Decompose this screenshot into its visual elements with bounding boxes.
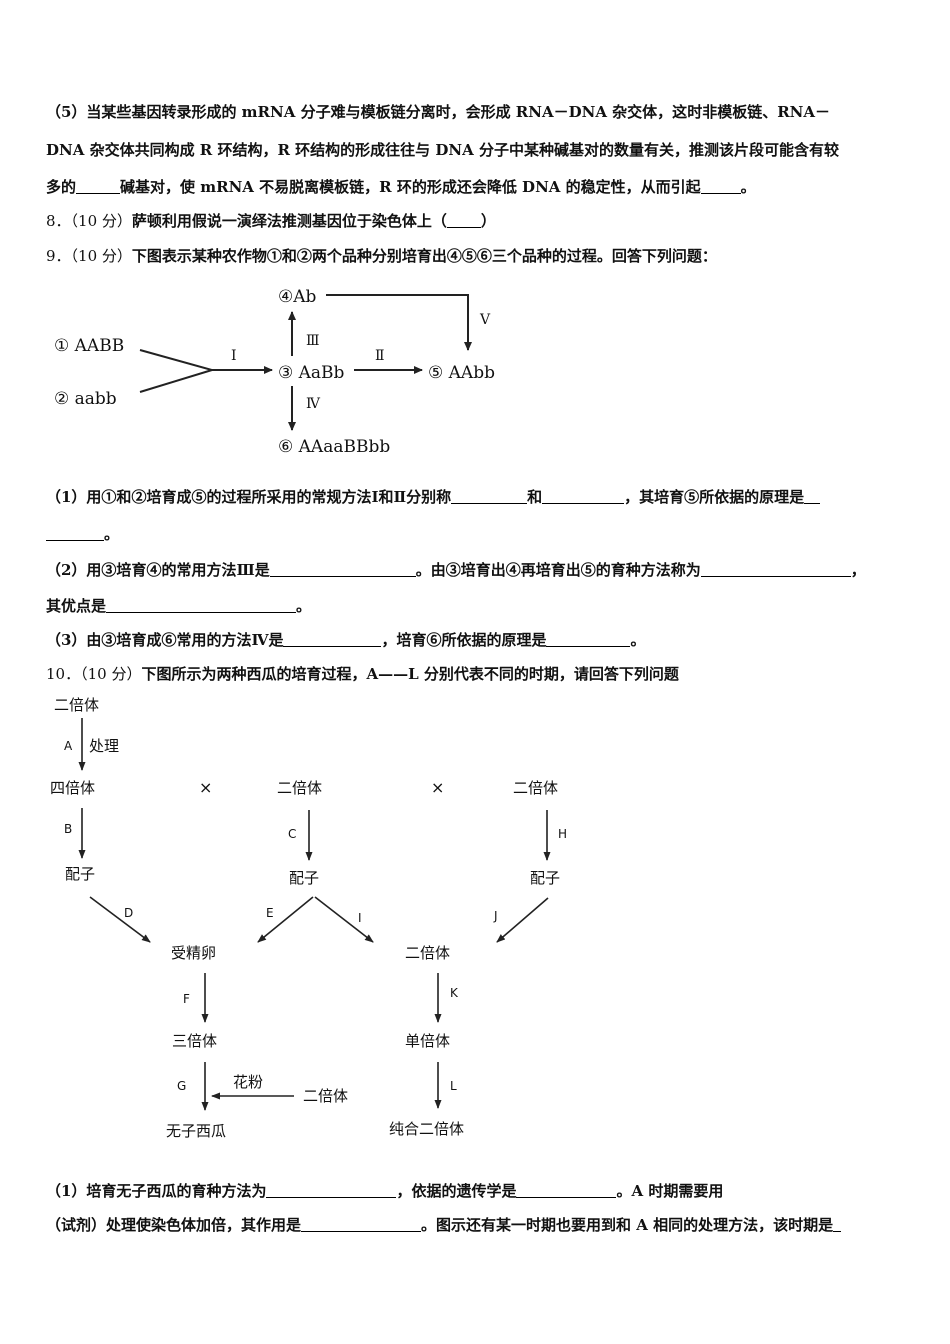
label-pollen: 花粉	[233, 1073, 263, 1091]
node-triploid: 三倍体	[172, 1032, 217, 1050]
stage-j: J	[493, 909, 498, 923]
stage-g: G	[177, 1079, 186, 1093]
q7-line-2: DNA 杂交体共同构成 R 环结构，R 环结构的形成往往与 DNA 分子中某种碱…	[46, 141, 839, 159]
node-5-aabb: ⑤ AAbb	[428, 363, 495, 383]
q9-sub1-blank-3a[interactable]	[804, 488, 821, 504]
stage-b: B	[64, 822, 72, 836]
q10-sub1-blank-3[interactable]	[301, 1216, 422, 1232]
q9-sub3-blank-2[interactable]	[546, 631, 631, 647]
node-diploid-top: 二倍体	[54, 696, 99, 714]
arrow-d	[89, 896, 151, 943]
label-treatment: 处理	[89, 737, 119, 755]
node-gamete-right: 配子	[530, 869, 560, 887]
node-diploid-center: 二倍体	[405, 944, 450, 962]
q10-sub1-line-2: （试剂）处理使染色体加倍，其作用是。图示还有某一时期也要用到和 A 相同的处理方…	[46, 1215, 842, 1235]
q9-sub3-line: （3）由③培育成⑥常用的方法Ⅳ是，培育⑥所依据的原理是。	[46, 631, 646, 649]
step-label-1: Ⅰ	[231, 348, 237, 364]
stage-e: E	[266, 906, 274, 920]
q7-line-3: 多的碱基对，使 mRNA 不易脱离模板链，R 环的形成还会降低 DNA 的稳定性…	[46, 178, 756, 196]
step-label-2: Ⅱ	[375, 348, 385, 364]
stage-f: F	[183, 992, 190, 1006]
stage-d: D	[124, 906, 133, 920]
q9-sub1-blank-2[interactable]	[542, 488, 625, 504]
q10-sub1-blank-2[interactable]	[516, 1182, 617, 1198]
q10-sub1-blank-4[interactable]	[833, 1216, 842, 1232]
node-diploid-side: 二倍体	[303, 1087, 348, 1105]
q10-sub1-line-1: （1）培育无子西瓜的育种方法为，依据的遗传学是。A 时期需要用	[46, 1182, 724, 1200]
node-gamete-mid: 配子	[289, 869, 319, 887]
arrow-j	[496, 897, 549, 943]
step-label-5: Ⅴ	[479, 312, 491, 328]
node-6-tetraploid: ⑥ AAaaBBbb	[278, 437, 390, 457]
q10-line: 10．（10 分）下图所示为两种西瓜的培育过程，A——L 分别代表不同的时期，请…	[46, 665, 679, 683]
q9-line: 9．（10 分）下图表示某种农作物①和②两个品种分别培育出④⑤⑥三个品种的过程。…	[46, 247, 717, 265]
stage-k: K	[450, 986, 459, 1000]
q9-sub3-blank-1[interactable]	[283, 631, 382, 647]
stage-i: I	[358, 911, 362, 925]
q8-answer-blank[interactable]	[446, 212, 481, 228]
q9-sub2-blank-3[interactable]	[106, 597, 297, 613]
node-diploid-mid: 二倍体	[277, 779, 322, 797]
stage-a: A	[64, 739, 73, 753]
node-3-aabb-hybrid: ③ AaBb	[278, 363, 345, 383]
q10-watermelon-diagram: 二倍体 四倍体 二倍体 二倍体 配子 配子 配子 受精卵 二倍体 三倍体 单倍体…	[50, 696, 567, 1140]
stage-c: C	[288, 827, 296, 841]
q9-sub1-line-2: 。	[46, 524, 119, 544]
node-4-ab: ④Ab	[278, 287, 317, 307]
node-zygote: 受精卵	[171, 944, 216, 962]
q9-sub2-line-2: 其优点是。	[46, 597, 312, 615]
stage-h: H	[558, 827, 567, 841]
q10-sub1-blank-1[interactable]	[266, 1182, 397, 1198]
step-label-4: Ⅳ	[306, 396, 321, 412]
q9-breeding-diagram: ① AABB ② aabb ③ AaBb ④Ab ⑤ AAbb ⑥ AAaaBB…	[54, 287, 495, 457]
arrow-i	[314, 896, 374, 943]
node-seedless-watermelon: 无子西瓜	[166, 1122, 226, 1140]
node-pure-diploid: 纯合二倍体	[389, 1120, 464, 1138]
node-tetraploid: 四倍体	[50, 779, 95, 797]
q7-line-1: （5）当某些基因转录形成的 mRNA 分子难与模板链分离时，会形成 RNA－DN…	[46, 103, 831, 121]
arrow-e	[257, 896, 314, 943]
step-label-3: Ⅲ	[306, 333, 320, 349]
node-diploid-right: 二倍体	[513, 779, 558, 797]
cross-symbol-2: ×	[431, 778, 444, 797]
cross-symbol-1: ×	[199, 778, 212, 797]
q9-sub2-line-1: （2）用③培育④的常用方法Ⅲ是。由③培育出④再培育出⑤的育种方法称为，	[46, 561, 866, 579]
q9-sub1-line-1: （1）用①和②培育成⑤的过程所采用的常规方法Ⅰ和Ⅱ分别称和，其培育⑤所依据的原理…	[46, 487, 821, 507]
stage-l: L	[450, 1079, 457, 1093]
node-gamete-left: 配子	[65, 865, 95, 883]
q8-line: 8．（10 分）萨顿利用假说一演绎法推测基因位于染色体上（）	[46, 212, 496, 230]
node-2-aabb-lower: ② aabb	[54, 389, 117, 409]
q9-sub1-blank-3b[interactable]	[46, 525, 104, 541]
q9-sub2-blank-2[interactable]	[700, 561, 851, 577]
q7-answer-blank-1[interactable]	[76, 178, 121, 194]
node-haploid: 单倍体	[405, 1032, 450, 1050]
q9-sub2-blank-1[interactable]	[269, 561, 416, 577]
q9-sub1-blank-1[interactable]	[451, 488, 528, 504]
arrow-5	[326, 294, 472, 351]
q7-answer-blank-2[interactable]	[700, 178, 741, 194]
node-1-aabb-upper: ① AABB	[54, 336, 124, 356]
